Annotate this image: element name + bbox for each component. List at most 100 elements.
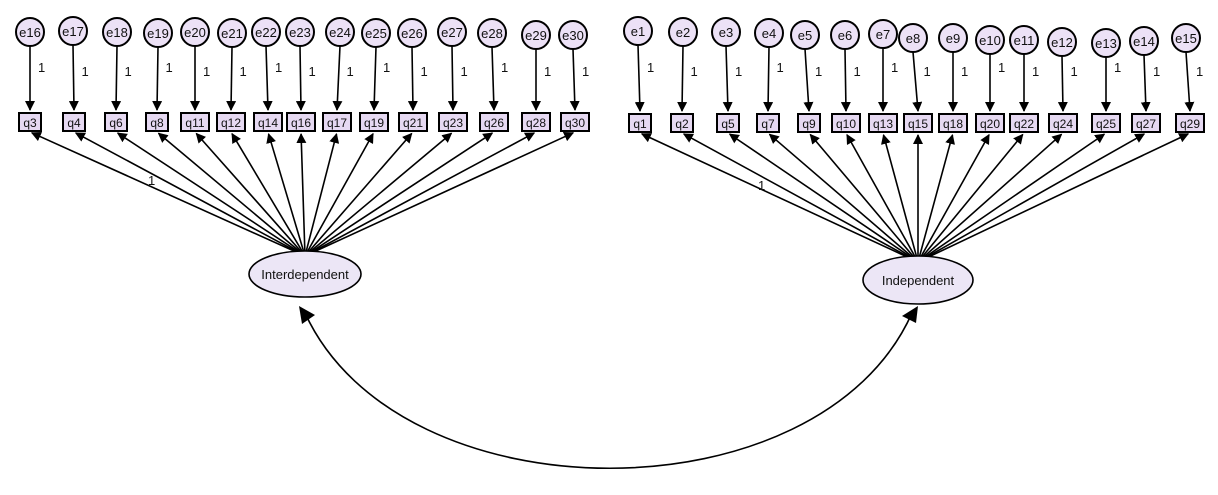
error-coef-e19: 1 (166, 60, 173, 75)
error-node-e24[interactable] (325, 17, 355, 47)
error-label-e10: e10 (979, 33, 1001, 48)
error-node-e23[interactable] (285, 17, 315, 47)
observed-node-q13[interactable] (868, 113, 898, 133)
error-arrow-e19 (152, 46, 163, 111)
observed-node-q26[interactable] (479, 112, 509, 132)
observed-node-q29[interactable] (1175, 113, 1205, 133)
observed-node-q7[interactable] (756, 113, 780, 133)
error-coef-e4: 1 (777, 60, 784, 75)
error-node-e11[interactable] (1009, 25, 1039, 55)
error-node-e6[interactable] (830, 20, 860, 50)
loading-arrow-q7 (768, 133, 919, 263)
error-label-e16: e16 (19, 25, 41, 40)
error-node-e14[interactable] (1129, 26, 1159, 56)
observed-node-q18[interactable] (938, 113, 968, 133)
error-arrow-e24 (332, 45, 343, 111)
error-node-e13[interactable] (1091, 28, 1121, 58)
observed-node-q10[interactable] (831, 113, 861, 133)
error-node-e27[interactable] (437, 17, 467, 47)
error-label-e30: e30 (562, 28, 584, 43)
observed-node-q22[interactable] (1009, 113, 1039, 133)
observed-node-q24[interactable] (1048, 113, 1078, 133)
observed-node-q12[interactable] (216, 112, 246, 132)
error-arrow-e14 (1140, 54, 1151, 112)
error-node-e26[interactable] (397, 18, 427, 48)
loading-arrow-q8 (157, 132, 306, 257)
error-node-e10[interactable] (975, 25, 1005, 55)
error-node-e15[interactable] (1171, 23, 1201, 53)
error-node-e18[interactable] (102, 17, 132, 47)
observed-label-q15: q15 (908, 117, 928, 131)
error-label-e19: e19 (147, 26, 169, 41)
observed-node-q27[interactable] (1131, 113, 1161, 133)
observed-node-q16[interactable] (286, 112, 316, 132)
observed-node-q1[interactable] (628, 113, 652, 133)
error-node-e12[interactable] (1047, 27, 1077, 57)
observed-label-q2: q2 (675, 117, 689, 131)
loading-arrow-q30 (304, 132, 575, 257)
path-edges (25, 44, 1195, 263)
fixed-loading-label-right: 1 (758, 178, 765, 193)
error-node-e20[interactable] (180, 17, 210, 47)
observed-node-q15[interactable] (903, 113, 933, 133)
error-node-e29[interactable] (521, 20, 551, 50)
error-node-e1[interactable] (623, 16, 653, 46)
loading-arrow-q13 (881, 133, 919, 263)
loading-arrow-q1 (640, 133, 919, 263)
error-node-e25[interactable] (361, 18, 391, 48)
error-node-e17[interactable] (58, 16, 88, 46)
observed-node-q14[interactable] (253, 112, 283, 132)
observed-node-q20[interactable] (975, 113, 1005, 133)
latent-independent[interactable] (862, 255, 974, 305)
observed-node-q4[interactable] (62, 112, 86, 132)
error-node-e3[interactable] (711, 17, 741, 47)
error-node-e21[interactable] (217, 18, 247, 48)
error-node-e7[interactable] (868, 19, 898, 49)
error-arrow-e22 (262, 45, 273, 111)
observed-node-q8[interactable] (145, 112, 169, 132)
observed-node-q19[interactable] (359, 112, 389, 132)
observed-node-q11[interactable] (180, 112, 210, 132)
observed-node-q17[interactable] (322, 112, 352, 132)
error-node-e30[interactable] (558, 20, 588, 50)
error-arrow-e12 (1057, 55, 1068, 112)
observed-node-q23[interactable] (438, 112, 468, 132)
loading-arrow-q23 (304, 132, 453, 257)
observed-node-q28[interactable] (521, 112, 551, 132)
observed-label-q27: q27 (1136, 117, 1156, 131)
observed-node-q21[interactable] (398, 112, 428, 132)
observed-node-q25[interactable] (1091, 113, 1121, 133)
latent-interdependent[interactable] (248, 250, 362, 298)
observed-node-q6[interactable] (104, 112, 128, 132)
loading-arrow-q27 (917, 133, 1146, 263)
error-arrow-e28 (488, 46, 499, 111)
error-node-e28[interactable] (477, 18, 507, 48)
observed-node-q30[interactable] (560, 112, 590, 132)
error-label-e11: e11 (1014, 33, 1035, 48)
error-label-e13: e13 (1095, 36, 1117, 51)
error-node-e8[interactable] (898, 23, 928, 53)
error-arrow-e30 (569, 48, 580, 111)
error-node-e22[interactable] (251, 17, 281, 47)
error-node-e2[interactable] (668, 17, 698, 47)
observed-node-q9[interactable] (797, 113, 821, 133)
error-node-e16[interactable] (15, 17, 45, 47)
error-node-e4[interactable] (754, 18, 784, 48)
loading-arrow-q16 (296, 132, 307, 257)
error-node-e9[interactable] (938, 23, 968, 53)
error-label-e20: e20 (184, 25, 206, 40)
error-arrow-e3 (722, 45, 733, 112)
error-node-e19[interactable] (143, 18, 173, 48)
loading-arrow-q11 (195, 132, 306, 257)
loading-arrow-q21 (304, 132, 413, 257)
error-label-e17: e17 (62, 24, 84, 39)
error-label-e29: e29 (525, 28, 547, 43)
error-label-e9: e9 (946, 31, 960, 46)
error-node-e5[interactable] (790, 20, 820, 50)
error-arrow-e15 (1184, 51, 1195, 112)
error-label-e5: e5 (798, 28, 812, 43)
observed-node-q5[interactable] (716, 113, 740, 133)
observed-node-q3[interactable] (18, 112, 42, 132)
observed-node-q2[interactable] (670, 113, 694, 133)
